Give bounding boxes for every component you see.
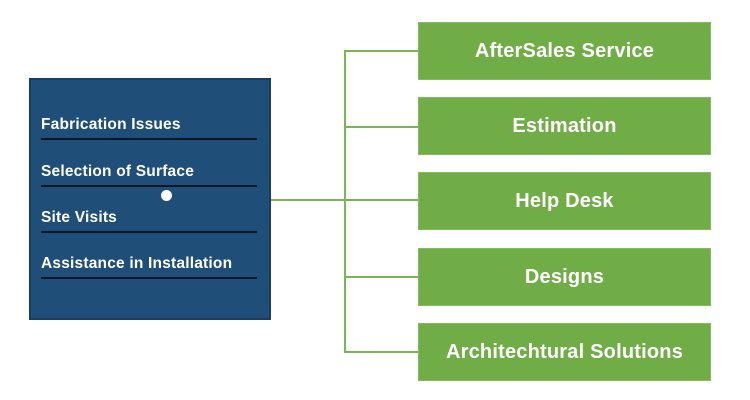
service-list-item-selection-of-surface: Selection of Surface <box>41 155 257 187</box>
branch-box-designs: Designs <box>418 248 711 306</box>
branch-box-aftersales-service: AfterSales Service <box>418 22 711 80</box>
branch-box-architechtural-solutions: Architechtural Solutions <box>418 323 711 381</box>
connector-branch-estimation <box>344 126 418 128</box>
connector-trunk-line <box>344 50 346 353</box>
service-list-item-assistance-in-installation: Assistance in Installation <box>41 247 257 279</box>
connector-branch-architechtural <box>344 351 418 353</box>
connector-branch-aftersales <box>344 50 418 52</box>
branch-box-estimation: Estimation <box>418 97 711 155</box>
service-list-item-site-visits: Site Visits <box>41 201 257 233</box>
bullet-dot <box>161 190 172 201</box>
services-list-panel: Fabrication Issues Selection of Surface … <box>29 78 271 320</box>
service-list-item-fabrication-issues: Fabrication Issues <box>41 108 257 140</box>
connector-branch-designs <box>344 276 418 278</box>
branch-box-help-desk: Help Desk <box>418 172 711 230</box>
